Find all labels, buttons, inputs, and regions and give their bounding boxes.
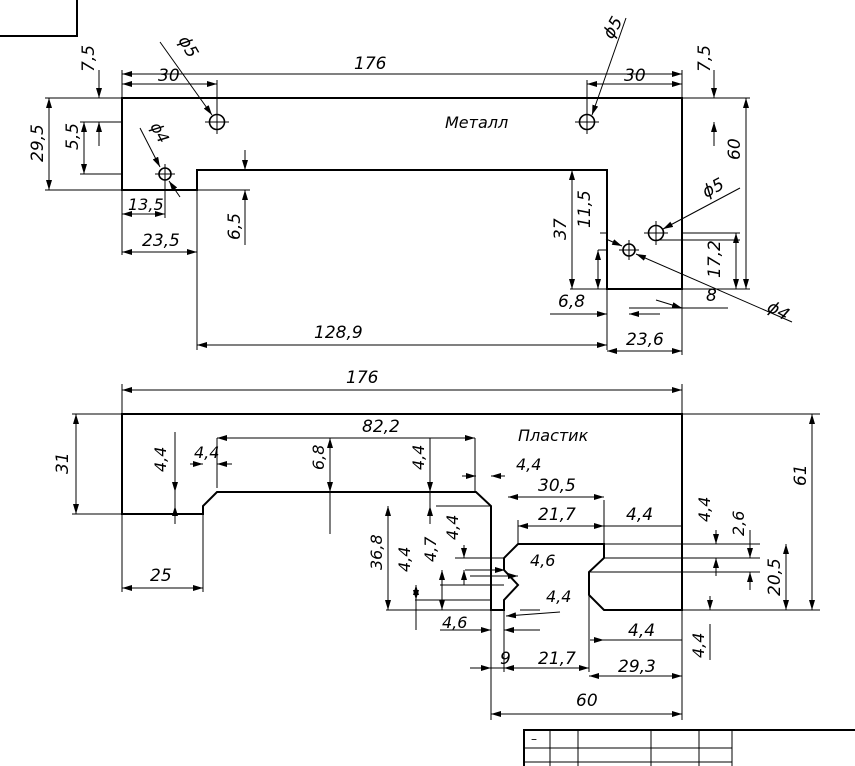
- metal-phi5-right: ϕ5: [699, 174, 728, 202]
- metal-label: Металл: [445, 113, 508, 132]
- plastic-dim-4-4-b: 4,4: [194, 443, 219, 462]
- metal-dim-60: 60: [725, 138, 745, 160]
- plastic-dim-4-6-top: 4,6: [530, 551, 555, 570]
- metal-dim-7-5-right: 7,5: [695, 45, 715, 72]
- metal-phi4-right: ϕ4: [764, 297, 793, 325]
- plastic-dim-31: 31: [53, 452, 73, 474]
- plastic-label: Пластик: [518, 426, 589, 445]
- plastic-dim-61: 61: [791, 464, 811, 486]
- metal-dim-7-5-left: 7,5: [79, 45, 99, 72]
- plastic-dimension-texts: 176 82,2 31 61 4,4 4,4 6,8 4,4 4,4 30,5 …: [53, 368, 811, 711]
- plastic-extension-lines: [72, 384, 820, 720]
- metal-center-marks: [155, 110, 668, 260]
- metal-dim-17-2: 17,2: [705, 240, 725, 278]
- plastic-dim-4-4-e: 4,4: [626, 505, 653, 525]
- metal-dim-11-5: 11,5: [575, 190, 595, 228]
- metal-dim-128-9: 128,9: [314, 323, 363, 343]
- metal-dim-23-5: 23,5: [142, 231, 180, 251]
- plastic-dim-60: 60: [576, 691, 598, 711]
- metal-dim-37: 37: [551, 218, 571, 240]
- plastic-dim-4-4-a: 4,4: [151, 447, 170, 472]
- sheet-frame-corner: [0, 0, 78, 37]
- plastic-dim-21-7-bottom: 21,7: [538, 649, 576, 669]
- plastic-dim-20-5: 20,5: [765, 558, 785, 596]
- metal-dim-8: 8: [706, 286, 717, 306]
- metal-dim-5-5: 5,5: [63, 123, 83, 150]
- metal-dim-30-left: 30: [158, 66, 180, 86]
- plastic-dim-4-6-left: 4,6: [442, 613, 467, 632]
- metal-dim-30-right: 30: [624, 66, 646, 86]
- plastic-dim-25: 25: [150, 566, 172, 586]
- plastic-dim-30-5: 30,5: [538, 476, 576, 496]
- plastic-dim-6-8: 6,8: [309, 445, 328, 470]
- metal-dimension-texts: 176 30 30 7,5 7,5 29,5 5,5 60 ϕ5 ϕ5 ϕ4 ϕ…: [28, 13, 793, 350]
- plastic-dim-9: 9: [500, 649, 511, 669]
- plastic-dim-4-4-f: 4,4: [695, 497, 714, 522]
- metal-dim-176: 176: [354, 54, 387, 74]
- plastic-dim-2-6: 2,6: [729, 511, 748, 536]
- metal-dim-29-5: 29,5: [28, 124, 48, 162]
- metal-dim-23-6: 23,6: [626, 330, 664, 350]
- metal-dim-13-5: 13,5: [128, 195, 164, 214]
- plastic-dim-21-7-top: 21,7: [538, 505, 576, 525]
- plastic-dim-4-4-c: 4,4: [409, 445, 428, 470]
- plastic-dimension-lines: [73, 387, 815, 717]
- metal-dim-6-8: 6,8: [558, 292, 585, 312]
- title-block: –: [523, 729, 855, 766]
- plastic-dim-4-4-i: 4,4: [546, 587, 571, 606]
- plastic-dim-4-4-d: 4,4: [516, 455, 541, 474]
- metal-phi4-left: ϕ4: [146, 119, 173, 146]
- plastic-dim-36-8: 36,8: [367, 534, 386, 570]
- plastic-dim-4-4-j: 4,4: [628, 621, 655, 641]
- plastic-dim-82-2: 82,2: [362, 417, 400, 437]
- plastic-dim-4-7: 4,7: [421, 536, 440, 562]
- plastic-dim-176: 176: [346, 368, 379, 388]
- metal-dim-6-5: 6,5: [225, 213, 245, 240]
- metal-dimension-lines: [46, 17, 793, 354]
- plastic-dim-4-4-h: 4,4: [443, 515, 462, 540]
- metal-phi5-top-left: ϕ5: [174, 33, 202, 62]
- plastic-dim-4-4-k: 4,4: [689, 633, 708, 658]
- plastic-dim-4-4-g: 4,4: [395, 547, 414, 572]
- title-block-dash: –: [531, 732, 537, 746]
- metal-phi5-top-right: ϕ5: [599, 13, 627, 42]
- plastic-dim-29-3: 29,3: [618, 657, 656, 677]
